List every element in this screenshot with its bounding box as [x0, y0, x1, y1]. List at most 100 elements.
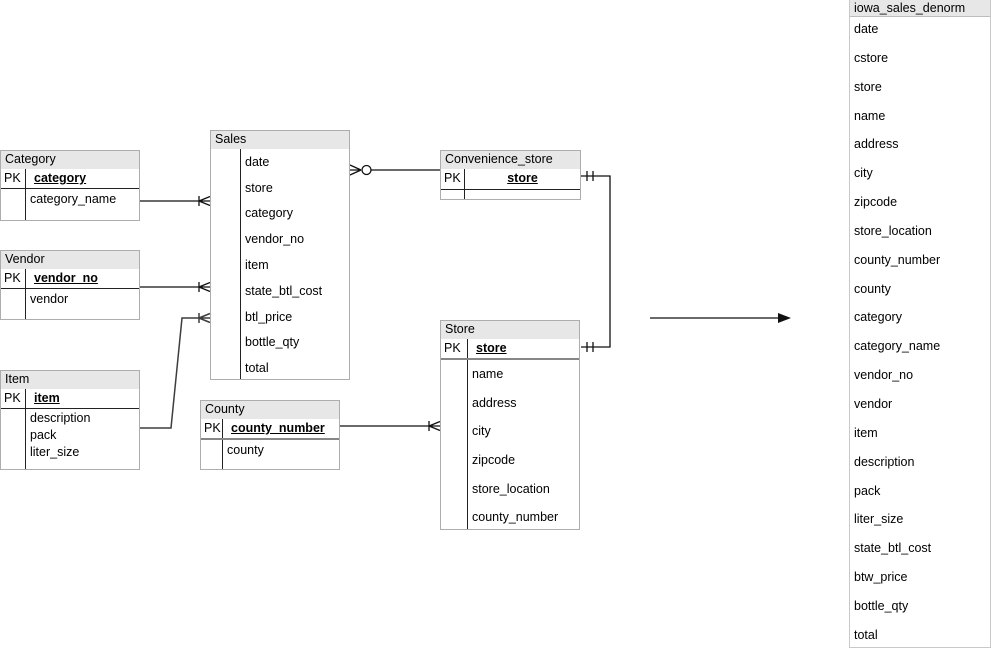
field-row: city: [854, 166, 873, 181]
entity-title: County: [201, 401, 339, 419]
field-row: category_name: [854, 339, 941, 354]
entity-convenience-store[interactable]: Convenience_store PK store: [440, 150, 581, 200]
connector-vendor-sales: [140, 281, 211, 293]
denorm-table-title: iowa_sales_denorm: [850, 0, 990, 17]
field-row: btw_price: [854, 570, 908, 585]
field-row: address: [472, 395, 517, 410]
connector-county-store: [340, 420, 441, 432]
field-row: vendor: [30, 292, 69, 306]
pk-column-spacer: [441, 360, 468, 529]
field-row: category: [854, 310, 902, 325]
field-row: name: [854, 108, 886, 123]
entity-title: Store: [441, 321, 579, 339]
field-list: county: [223, 440, 339, 469]
connector-category-sales: [140, 195, 211, 207]
entity-store[interactable]: Store PK store name address city zipcode sto…: [440, 320, 580, 530]
field-row: item: [245, 258, 269, 273]
pk-column-spacer: [201, 440, 223, 469]
pk-column-spacer: [211, 149, 241, 379]
pk-field: item: [34, 391, 60, 405]
denormalization-arrow: [650, 313, 791, 323]
field-row: total: [854, 627, 878, 642]
pk-row: PK category: [1, 169, 139, 189]
pk-field: vendor_no: [34, 271, 98, 285]
field-row: date: [854, 22, 879, 36]
entity-title: Sales: [211, 131, 349, 149]
field-row: liter_size: [854, 512, 904, 527]
field-row: county_number: [472, 510, 559, 525]
field-row: pack: [30, 428, 57, 442]
field-row: county: [854, 281, 891, 296]
field-row: liter_size: [30, 445, 80, 459]
field-row: cstore: [854, 50, 889, 65]
field-row: zipcode: [854, 195, 898, 210]
pk-row: PK county_number: [201, 419, 339, 440]
field-list: description pack liter_size: [26, 409, 139, 469]
field-row: total: [245, 361, 269, 376]
pk-label: PK: [441, 339, 468, 358]
field-row: category: [245, 206, 293, 221]
field-row: vendor_no: [854, 368, 914, 383]
field-list: category_name: [26, 189, 139, 220]
field-row: item: [854, 425, 878, 440]
pk-column-spacer: [1, 189, 26, 220]
field-row: state_btl_cost: [245, 283, 323, 298]
field-row: bottle_qty: [245, 335, 300, 350]
field-row: btl_price: [245, 309, 293, 324]
pk-field: category: [34, 171, 87, 185]
field-row: bottle_qty: [854, 598, 909, 613]
pk-label: PK: [201, 419, 223, 438]
field-row: description: [854, 454, 915, 469]
pk-column-spacer: [1, 409, 26, 469]
entity-title: Category: [1, 151, 139, 169]
field-row: description: [30, 411, 91, 425]
field-row: category_name: [30, 192, 117, 206]
entity-item[interactable]: Item PK item description pack liter_size: [0, 370, 140, 470]
field-list: vendor: [26, 289, 139, 319]
field-row: pack: [854, 483, 881, 498]
entity-title: Convenience_store: [441, 151, 580, 169]
entity-title: Vendor: [1, 251, 139, 269]
pk-field: store: [507, 171, 538, 185]
field-row: store: [245, 180, 273, 195]
field-row: vendor_no: [245, 232, 305, 247]
pk-row: PK store: [441, 339, 579, 360]
pk-field: store: [476, 341, 507, 355]
pk-label: PK: [1, 169, 26, 188]
pk-label: PK: [1, 269, 26, 288]
entity-title: Item: [1, 371, 139, 389]
field-list: [465, 190, 580, 199]
pk-row: PK vendor_no: [1, 269, 139, 289]
entity-vendor[interactable]: Vendor PK vendor_no vendor: [0, 250, 140, 320]
field-row: county_number: [854, 252, 941, 267]
connector-convenience-store-store: [581, 171, 611, 352]
field-row: state_btl_cost: [854, 541, 932, 556]
pk-label: PK: [1, 389, 26, 408]
field-row: name: [472, 367, 504, 382]
field-row: zipcode: [472, 453, 516, 468]
pk-row: PK item: [1, 389, 139, 409]
field-row: date: [245, 154, 270, 169]
pk-column-spacer: [1, 289, 26, 319]
field-row: vendor: [854, 396, 893, 411]
pk-field: county_number: [231, 421, 325, 435]
pk-row: PK store: [441, 169, 580, 190]
entity-category[interactable]: Category PK category category_name: [0, 150, 140, 221]
field-row: city: [472, 424, 491, 439]
pk-label: PK: [441, 169, 465, 189]
entity-county[interactable]: County PK county_number county: [200, 400, 340, 470]
field-row: store: [854, 79, 882, 94]
connector-item-sales: [140, 312, 211, 429]
pk-column-spacer: [441, 190, 465, 199]
field-row: store_location: [854, 223, 932, 238]
connector-sales-convenience-store: [349, 164, 440, 176]
field-row: store_location: [472, 481, 550, 496]
field-row: county: [227, 443, 264, 457]
